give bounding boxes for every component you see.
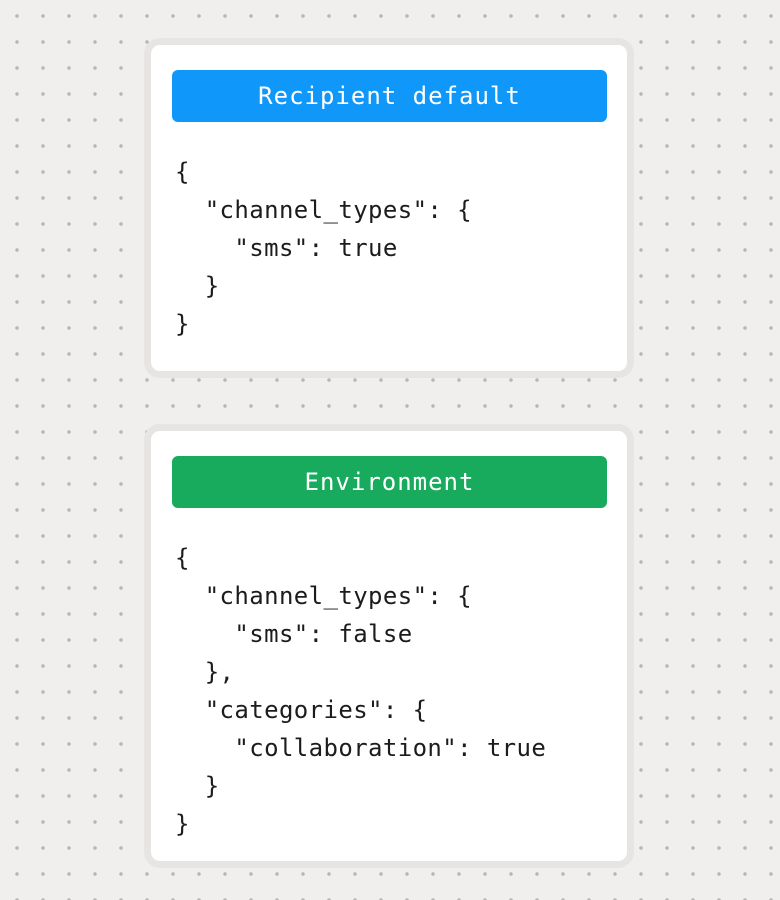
recipient-default-title-badge: Recipient default	[172, 70, 607, 122]
environment-title-badge: Environment	[172, 456, 607, 508]
environment-card: Environment { "channel_types": { "sms": …	[144, 424, 634, 868]
recipient-default-card: Recipient default { "channel_types": { "…	[144, 38, 634, 378]
recipient-default-json-code: { "channel_types": { "sms": true } }	[175, 158, 472, 338]
environment-json-code: { "channel_types": { "sms": false }, "ca…	[175, 544, 547, 838]
